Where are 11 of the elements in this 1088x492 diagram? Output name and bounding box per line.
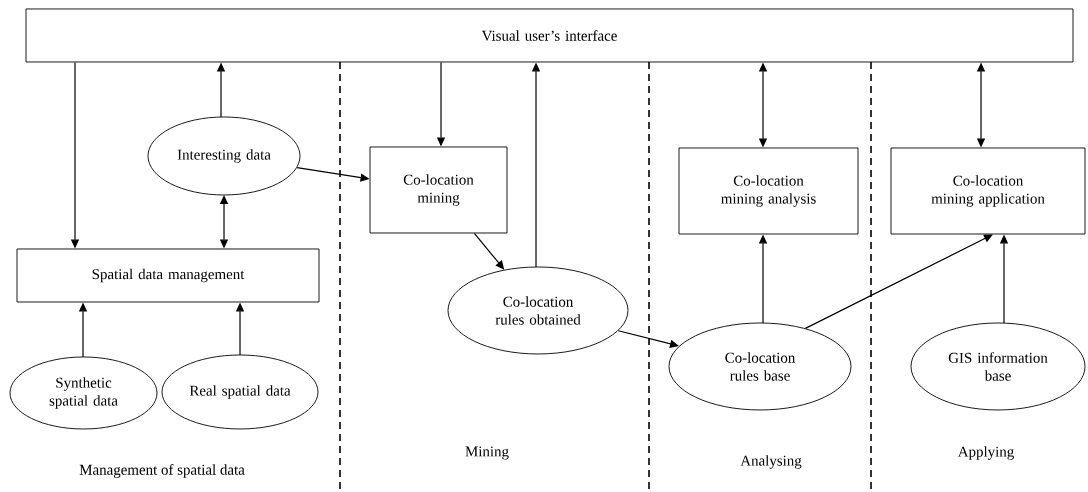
- process-box: Co-location mining: [369, 146, 508, 234]
- section-label: Analysing: [740, 455, 802, 469]
- section-label: Mining: [465, 446, 509, 460]
- process-box: Co-location mining analysis: [678, 147, 859, 235]
- process-box: Visual user’s interface: [25, 8, 1074, 63]
- arrow: [617, 330, 679, 348]
- section-label: Applying: [957, 446, 1014, 460]
- process-box: Spatial data management: [16, 248, 320, 303]
- arrow: [804, 234, 993, 329]
- process-box: Co-location mining application: [890, 147, 1086, 235]
- section-label: Management of spatial data: [79, 464, 245, 478]
